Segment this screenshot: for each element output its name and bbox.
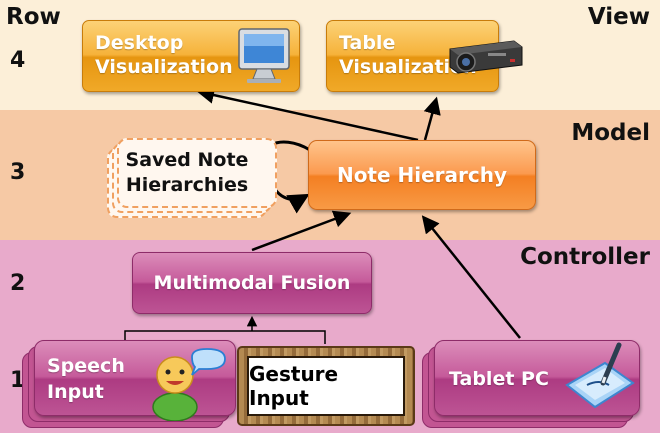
model-label: Model: [571, 120, 650, 146]
table-visualization-line2: Visualization: [339, 56, 477, 78]
multimodal-fusion-label: Multimodal Fusion: [153, 272, 351, 294]
note-hierarchy-label: Note Hierarchy: [336, 163, 508, 187]
row-number-1: 1: [10, 368, 26, 393]
controller-label: Controller: [520, 244, 650, 270]
arrow-note-to-desktop: [196, 86, 419, 142]
speech-gesture-junction: [124, 330, 326, 344]
row-header: Row: [6, 4, 61, 30]
monitor-icon: [238, 28, 290, 83]
arrow-tablet-to-note: [421, 215, 521, 339]
row-number-4: 4: [10, 48, 26, 73]
desktop-visualization-node: Desktop Visualization: [82, 20, 300, 92]
speech-input-node: Speech Input: [34, 340, 236, 421]
projector-icon: [449, 40, 523, 74]
row-number-3: 3: [10, 160, 26, 185]
tablet-pen-icon: [565, 342, 635, 409]
view-label: View: [587, 4, 650, 30]
desktop-visualization-line2: Visualization: [95, 56, 233, 78]
table-visualization-line1: Table: [339, 32, 396, 54]
speech-input-line1: Speech: [47, 355, 125, 377]
arrow-note-to-table: [423, 96, 441, 141]
person-speech-icon: [152, 348, 226, 421]
speech-input-line2: Input: [47, 381, 104, 403]
desktop-visualization-line1: Desktop: [95, 32, 184, 54]
saved-note-hierarchies-line1: Saved Note: [125, 149, 249, 171]
row-number-2: 2: [10, 271, 26, 296]
saved-note-hierarchies-node: Saved Note Hierarchies: [117, 138, 277, 208]
gesture-input-label: Gesture Input: [249, 362, 339, 410]
multimodal-fusion-node: Multimodal Fusion: [132, 252, 372, 314]
tablet-pc-label: Tablet PC: [449, 368, 549, 390]
saved-note-hierarchies-line2: Hierarchies: [125, 174, 249, 196]
gesture-input-panel: Gesture Input: [247, 356, 405, 416]
gesture-input-node: Gesture Input: [237, 346, 415, 426]
note-hierarchy-node: Note Hierarchy: [308, 140, 536, 210]
arrow-fusion-to-note: [251, 210, 352, 252]
table-visualization-node: Table Visualization: [326, 20, 523, 92]
tablet-pc-node: Tablet PC: [434, 340, 640, 416]
